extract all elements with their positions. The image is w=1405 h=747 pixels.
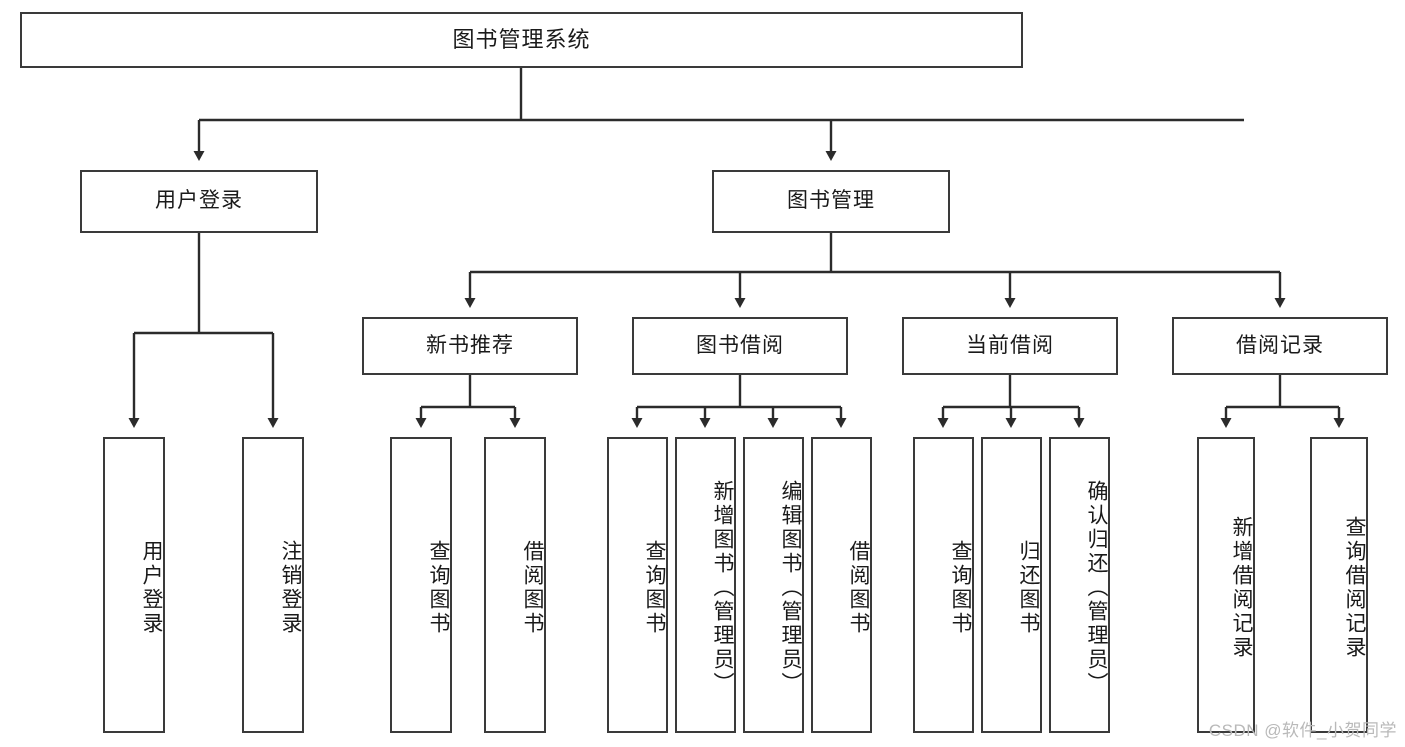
- node-nbr-query-book[interactable]: 查询图书: [390, 437, 452, 733]
- node-user-login[interactable]: 用户登录: [80, 170, 318, 233]
- node-bb-add-book-label: 新增图书（管理员）: [711, 480, 734, 696]
- node-book-borrow[interactable]: 图书借阅: [632, 317, 848, 375]
- node-bb-query-book-label: 查询图书: [643, 540, 666, 636]
- node-user-login-do[interactable]: 用户登录: [103, 437, 165, 733]
- node-nbr-query-book-label: 查询图书: [427, 540, 450, 636]
- node-br-add-record-label: 新增借阅记录: [1230, 516, 1253, 660]
- node-cb-confirm-return-label: 确认归还（管理员）: [1085, 480, 1108, 696]
- node-cb-query-book[interactable]: 查询图书: [913, 437, 974, 733]
- node-bb-borrow-book-label: 借阅图书: [847, 540, 870, 636]
- node-user-login-label: 用户登录: [155, 189, 243, 213]
- node-user-login-do-label: 用户登录: [140, 540, 163, 636]
- node-bb-borrow-book[interactable]: 借阅图书: [811, 437, 872, 733]
- node-current-borrow[interactable]: 当前借阅: [902, 317, 1118, 375]
- node-new-book-recommend-label: 新书推荐: [426, 333, 514, 357]
- node-cb-confirm-return[interactable]: 确认归还（管理员）: [1049, 437, 1110, 733]
- node-borrow-record-label: 借阅记录: [1236, 333, 1324, 357]
- node-user-logout[interactable]: 注销登录: [242, 437, 304, 733]
- node-root[interactable]: 图书管理系统: [20, 12, 1023, 68]
- node-borrow-record[interactable]: 借阅记录: [1172, 317, 1388, 375]
- node-br-query-record-label: 查询借阅记录: [1343, 516, 1366, 660]
- node-br-add-record[interactable]: 新增借阅记录: [1197, 437, 1255, 733]
- node-book-management[interactable]: 图书管理: [712, 170, 950, 233]
- node-cb-return-book[interactable]: 归还图书: [981, 437, 1042, 733]
- node-nbr-borrow-book[interactable]: 借阅图书: [484, 437, 546, 733]
- node-bb-add-book[interactable]: 新增图书（管理员）: [675, 437, 736, 733]
- node-bb-query-book[interactable]: 查询图书: [607, 437, 668, 733]
- node-root-label: 图书管理系统: [452, 27, 591, 53]
- node-new-book-recommend[interactable]: 新书推荐: [362, 317, 578, 375]
- node-bb-edit-book-label: 编辑图书（管理员）: [779, 480, 802, 696]
- node-book-borrow-label: 图书借阅: [696, 333, 784, 357]
- node-user-logout-label: 注销登录: [279, 540, 302, 636]
- node-bb-edit-book[interactable]: 编辑图书（管理员）: [743, 437, 804, 733]
- node-cb-query-book-label: 查询图书: [949, 540, 972, 636]
- node-cb-return-book-label: 归还图书: [1017, 540, 1040, 636]
- node-book-management-label: 图书管理: [787, 189, 875, 213]
- csdn-watermark: CSDN @软件_小贺同学: [1208, 721, 1397, 740]
- node-br-query-record[interactable]: 查询借阅记录: [1310, 437, 1368, 733]
- node-nbr-borrow-book-label: 借阅图书: [521, 540, 544, 636]
- node-current-borrow-label: 当前借阅: [966, 333, 1054, 357]
